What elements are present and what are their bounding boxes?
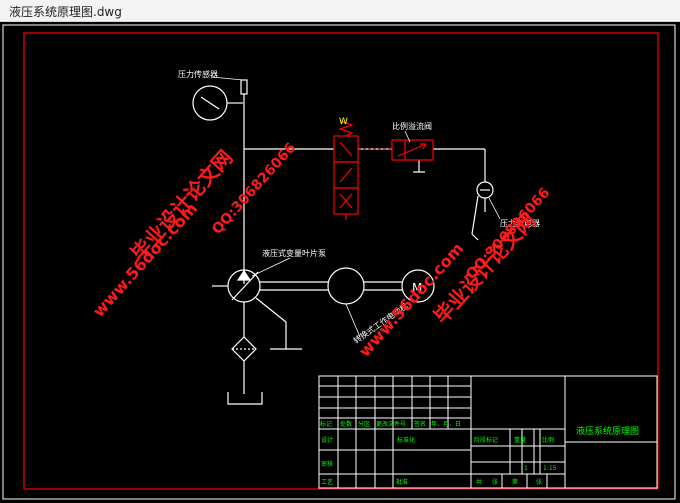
- watermark-left: 毕业设计论文网 www.56doc.com QQ:306826066: [89, 140, 299, 321]
- coupling-icon: [327, 267, 365, 305]
- motor-icon: [401, 269, 435, 303]
- tb-label-date: 年、月、日: [431, 420, 461, 428]
- title-block: [318, 375, 658, 489]
- watermark-url-left: www.56doc.com: [89, 199, 201, 321]
- tb-label-sheet: 第: [512, 478, 518, 486]
- motor-letter: M: [412, 281, 422, 295]
- tb-label-sign: 签名: [414, 420, 426, 428]
- tb-label-zone: 分区: [358, 420, 370, 428]
- hydraulic-diagram: W 压力传感器 比例溢流阀 压力继电器 液压式变量叶片泵 转换式工作电动机 M …: [2, 24, 676, 500]
- pressure-relay-label: 压力继电器: [500, 218, 540, 228]
- tb-label-total: 共: [476, 478, 482, 486]
- tank-icon: [227, 392, 263, 405]
- directional-valve-icon: [333, 120, 359, 220]
- tb-label-sheets2: 张: [536, 478, 542, 486]
- drawing-canvas[interactable]: W 压力传感器 比例溢流阀 压力继电器 液压式变量叶片泵 转换式工作电动机 M …: [0, 22, 680, 503]
- tb-label-standard: 标准化: [397, 436, 415, 444]
- tb-label-craft: 工艺: [321, 478, 333, 486]
- tb-label-review: 审核: [321, 460, 333, 468]
- window-title: 液压系统原理图.dwg: [9, 5, 122, 19]
- proportional-valve-label: 比例溢流阀: [392, 121, 432, 131]
- proportional-valve-icon: [391, 139, 434, 161]
- pressure-sensor-icon: [240, 79, 248, 95]
- outer-frame: [2, 24, 676, 500]
- svg-text:W: W: [339, 117, 348, 127]
- tb-scale-value: 1:15: [543, 465, 557, 472]
- tb-label-approve: 批准: [396, 478, 408, 486]
- window-titlebar: 液压系统原理图.dwg: [0, 0, 680, 22]
- tb-qty: 1: [524, 465, 528, 472]
- tb-label-design: 设计: [321, 436, 333, 444]
- watermark-qq-right: QQ:306826066: [463, 185, 553, 283]
- tb-label-scale: 比例: [542, 436, 554, 444]
- drawing-title: 液压系统原理图: [576, 425, 639, 437]
- pump-label: 液压式变量叶片泵: [262, 248, 326, 258]
- tb-label-weight: 重量: [514, 436, 526, 444]
- tb-label-change: 更改文件号: [376, 420, 406, 428]
- tb-label-stage: 阶段标记: [474, 436, 498, 444]
- tb-label-sheets1: 张: [492, 478, 498, 486]
- watermark-right: 毕业设计论文网 www.56doc.com QQ:306826066: [355, 185, 553, 361]
- pressure-sensor-label: 压力传感器: [178, 69, 218, 79]
- hydraulic-lines: [192, 79, 494, 405]
- border-frame: [23, 32, 659, 490]
- tb-label-mark: 标记: [320, 420, 332, 428]
- tb-label-count: 处数: [340, 420, 352, 428]
